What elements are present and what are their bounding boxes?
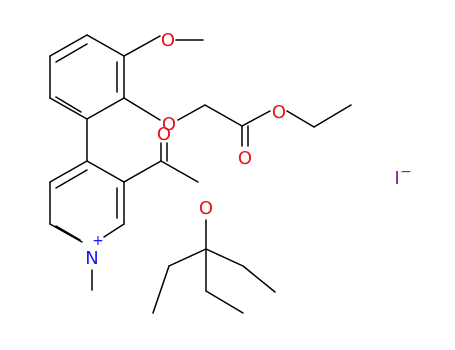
iodide-label: I	[394, 168, 399, 189]
bond	[160, 160, 199, 183]
nitrogen-charge-label: +	[92, 233, 104, 249]
bond	[103, 223, 125, 238]
bonds	[49, 34, 352, 314]
bond-double-inner	[55, 225, 81, 241]
bond	[86, 97, 125, 120]
bond	[123, 35, 161, 57]
iodide-charge-label: −	[400, 164, 412, 180]
bond	[242, 265, 276, 293]
bond	[204, 104, 243, 127]
bond	[49, 223, 83, 243]
ester-carbonyl-oxygen-label: O	[238, 148, 252, 169]
bond	[123, 97, 161, 121]
nicotinate-carbonyl-oxygen-label: O	[157, 124, 171, 145]
bond-double-inner	[55, 96, 82, 113]
ether-oxygen-label: O	[162, 114, 176, 135]
atom-labels: O O O O O O N + I −	[85, 30, 412, 269]
bond	[168, 248, 207, 267]
bond	[152, 265, 170, 314]
bond-double-inner	[55, 43, 88, 63]
bond	[205, 248, 244, 267]
pyridinium-nitrogen-label: N	[85, 248, 98, 269]
bond	[49, 97, 88, 120]
bond	[177, 104, 206, 121]
bond	[86, 34, 125, 57]
ester-oxygen-label: O	[272, 102, 286, 123]
bond	[49, 160, 88, 183]
bond	[86, 160, 125, 183]
bond	[241, 110, 271, 127]
bond	[205, 290, 244, 314]
bond	[49, 34, 88, 57]
nicotinate-ester-oxygen-label: O	[199, 198, 213, 219]
bond-double-inner	[55, 169, 88, 189]
bond	[286, 110, 315, 128]
bond	[123, 160, 162, 183]
methoxy-oxygen-label: O	[161, 30, 175, 51]
bond	[313, 104, 352, 128]
